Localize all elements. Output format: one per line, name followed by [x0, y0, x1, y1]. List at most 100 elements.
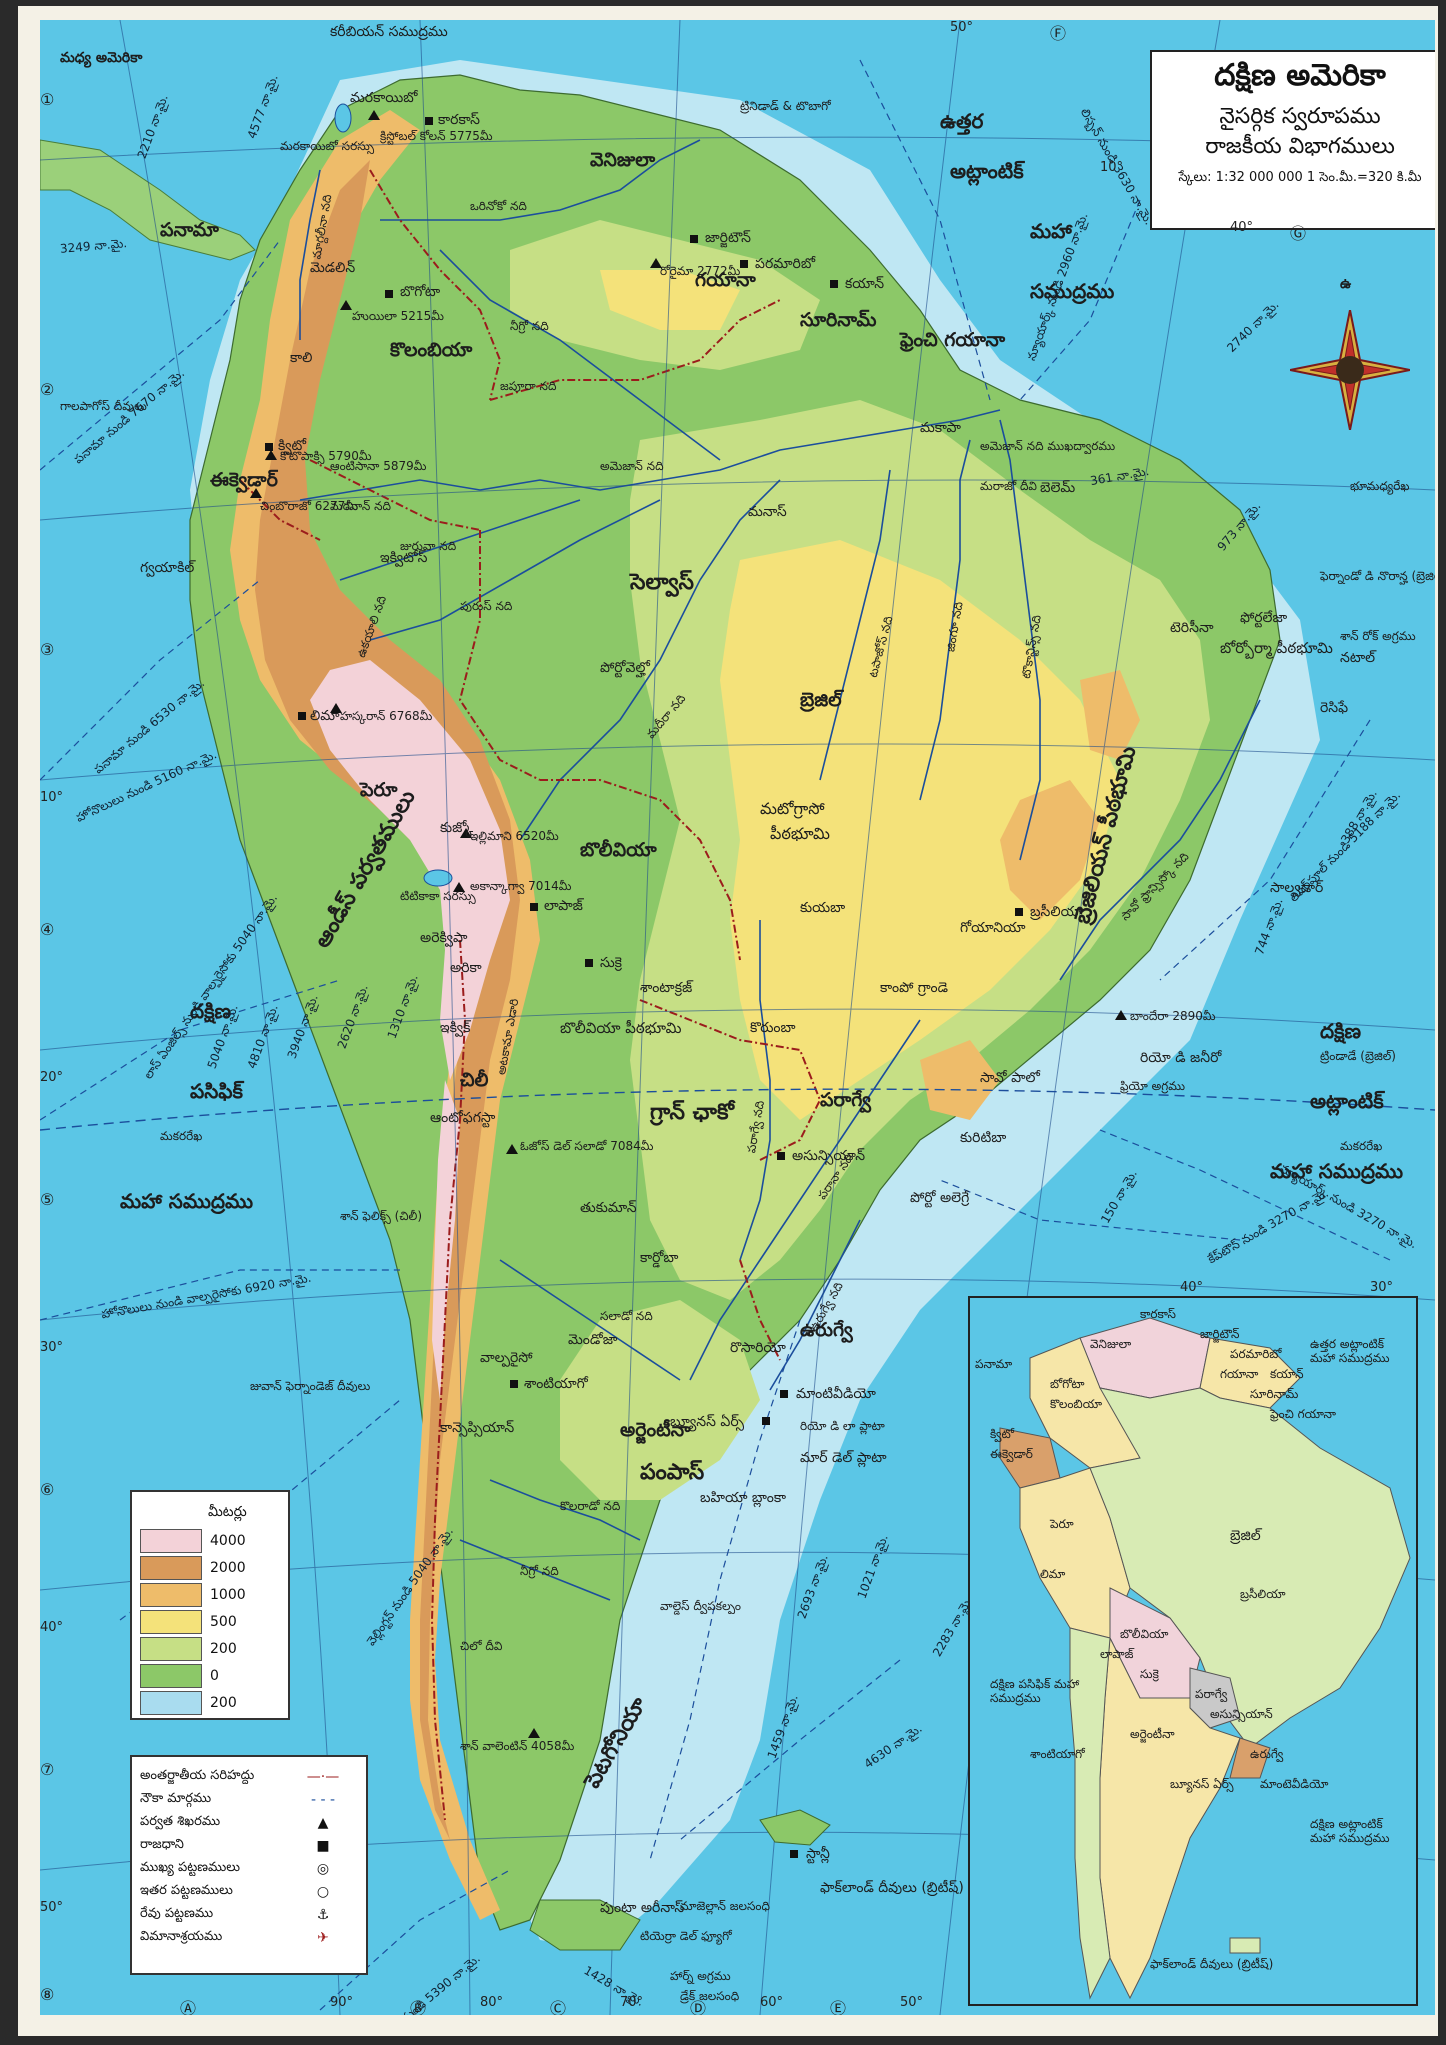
route-line: [40, 1269, 400, 1321]
brazil-highland-1: [1000, 780, 1100, 920]
sea-south-pacific-2: పసిఫిక్: [190, 1079, 243, 1103]
capital-marker: [585, 959, 593, 967]
region-gran-chaco: గ్రాన్ ఛాకో: [650, 1100, 734, 1125]
lat-label-10s: 10°: [40, 790, 64, 805]
sea-south-pacific-3: మహా సముద్రము: [120, 1189, 254, 1213]
city-lima: లిమా: [310, 708, 340, 724]
sea-caribbean: కరీబియన్ సముద్రము: [330, 24, 448, 40]
symbol-legend-label: పర్వత శిఖరము: [140, 1813, 221, 1829]
falkland-islands: [759, 1809, 831, 1846]
inset-quito-label: క్విటో: [990, 1427, 1015, 1441]
city-georgetown: జార్జిటౌన్: [705, 230, 752, 246]
height-legend-label: 200: [210, 1694, 237, 1711]
city-mar-del-plata: మార్ డెల్ ప్లాటా: [800, 1450, 887, 1466]
region-central-america: మధ్య అమెరికా: [60, 50, 143, 66]
capital-marker: [790, 1850, 798, 1858]
capital-marker: [1015, 908, 1023, 916]
capital-marker: [530, 903, 538, 911]
river-jurua: [339, 499, 581, 581]
inset-bolivia-label: బొలీవియా: [1120, 1627, 1169, 1641]
symbol-legend-row: నౌకా మార్గము- - -: [140, 1788, 358, 1811]
river-amazon: [299, 409, 1001, 501]
region-pampas: పంపాస్: [640, 1460, 705, 1485]
elevation-500: [720, 540, 1120, 1120]
peak-roraima: రోరైమా 2772మీ: [660, 264, 741, 278]
peak-chimborazo: చింబొరాజో 6277మీ: [260, 499, 358, 513]
capital-marker: [265, 443, 273, 451]
andes-peak-4000-s: [432, 1080, 460, 1400]
city-belem: బెలెమ్: [1040, 480, 1076, 496]
height-legend-swatch: [140, 1582, 202, 1607]
city-stanley: స్టాన్లీ: [806, 1846, 830, 1862]
peak-marker: [460, 828, 472, 838]
inset-peru-label: పెరూ: [1050, 1517, 1074, 1531]
fernando-label: ఫెర్నాండో డి నొరాన్హ (బ్రెజిల్): [1320, 569, 1435, 583]
galapagos-label: గాలపాగోస్ దీవులు: [60, 399, 147, 413]
city-natal: నటాల్: [1340, 650, 1376, 666]
river-magdalena: [299, 169, 321, 340]
route-line: [1159, 719, 1371, 981]
country-peru: పెరూ: [360, 779, 398, 801]
country-colombia: కొలంబియా: [390, 339, 473, 361]
graticule-line: [40, 479, 1435, 521]
inset-uruguay-label: ఉరుగ్వే: [1250, 1747, 1284, 1761]
sea-north-atlantic-3: మహా: [1030, 219, 1072, 243]
frio-label: ఫ్రియో అగ్రము: [1120, 1079, 1186, 1093]
city-mendoza: మెండోజా: [568, 1332, 618, 1348]
inset-la-paz-label: లాపాజ్: [1100, 1647, 1134, 1661]
peak-bandeira: బాందేరా 2890మీ: [1130, 1009, 1216, 1023]
capital-marker: [298, 712, 306, 720]
height-legend-row: 200: [140, 1689, 280, 1716]
main-map: ఉత్తర అట్లాంటిక్ మహా సముద్రము దక్షిణ పసి…: [40, 20, 1435, 2015]
river-tocantins: [999, 419, 1041, 861]
capital-marker: [385, 290, 393, 298]
lake-titicaca-label: టిటికాకా సరస్సు: [400, 889, 476, 903]
sea-south-pacific-1: దక్షిణ: [190, 999, 232, 1023]
international-borders: [239, 169, 822, 1821]
city-cordoba: కార్డోబా: [640, 1250, 679, 1266]
rio-de-la-plata-label: రియో డి లా ప్లాటా: [800, 1419, 885, 1433]
height-legend-row: 2000: [140, 1554, 280, 1581]
city-cuzco: కుజ్కో: [440, 820, 474, 836]
river-colorado: [489, 1479, 641, 1541]
symbol-legend-row: ఇతర పట్టణములు○: [140, 1880, 358, 1903]
sea-north-atlantic-1: ఉత్తర: [940, 109, 984, 133]
river-sao-francisco: [1059, 699, 1261, 981]
valdes-label: వాల్డెస్ ద్వీపకల్పం: [660, 1599, 741, 1613]
border-per-bra: [458, 530, 541, 781]
city-asuncion: అసున్సియాన్: [792, 1148, 866, 1164]
inset-argentina-label: అర్జెంటీనా: [1130, 1727, 1175, 1741]
sea-south-atlantic-1: దక్షిణ: [1320, 1019, 1362, 1043]
height-legend-label: 2000: [210, 1559, 246, 1576]
city-guayaquil: గ్వయాకిల్: [140, 560, 195, 576]
peak-san-valentin: శాన్ వాలెంటిన్ 4058మీ: [460, 1739, 575, 1753]
inset-asuncion-label: అసున్సియాన్: [1210, 1707, 1273, 1721]
city-concepcion: కాన్సెప్సియాన్: [440, 1420, 515, 1436]
capital-marker: [762, 1417, 770, 1425]
inset-montevideo-label: మాంటెవీడియో: [1260, 1777, 1329, 1791]
lon-label-40-top: 40°: [1230, 220, 1254, 235]
inset-bogota-label: బోగోటా: [1050, 1377, 1085, 1391]
lake-maracaibo-label: మరకాయిబో సరస్సు: [280, 139, 375, 153]
col-label-g: Ⓖ: [1290, 224, 1307, 243]
symbol-legend-icon: ⚓: [316, 1906, 330, 1923]
capital-markers: [265, 117, 1023, 1858]
symbol-legend-label: అంతర్జాతీయ సరిహద్దు: [140, 1767, 255, 1783]
route-line: [649, 1319, 801, 1861]
city-fortaleza: ఫోర్టలేజా: [1240, 610, 1288, 626]
city-porto-alegre: పోర్టో అలెగ్రే: [910, 1190, 970, 1206]
row-label-8: ⑧: [40, 1985, 55, 2004]
country-uruguay: ఉరుగ్వే: [800, 1319, 853, 1341]
inset-suriname-label: సూరినామ్: [1250, 1387, 1299, 1401]
lake-titicaca: [423, 869, 453, 887]
lon-label-30: 30°: [1370, 1280, 1394, 1295]
symbol-legend-label: ఇతర పట్టణములు: [140, 1882, 233, 1898]
col-label-d: Ⓓ: [690, 1999, 707, 2015]
capital-marker: [830, 280, 838, 288]
row-label-6: ⑥: [40, 1480, 55, 1499]
sea-south-atlantic-2: అట్లాంటిక్: [1310, 1089, 1384, 1113]
san-felix-label: శాన్ ఫెలిక్స్ (చిలీ): [340, 1209, 423, 1223]
city-brasilia: బ్రసీలియా: [1030, 904, 1084, 920]
city-iquique: ఇక్విక్: [440, 1020, 471, 1036]
peak-marker: [250, 488, 262, 498]
